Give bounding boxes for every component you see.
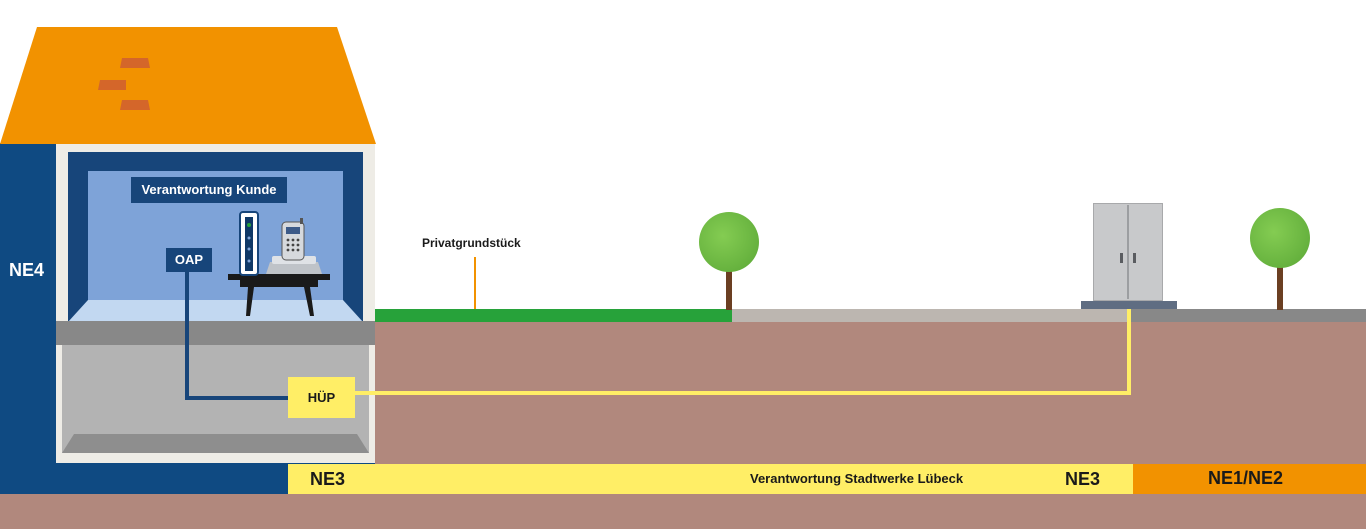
ne3-band — [288, 464, 1133, 494]
indoor-fiber-cable — [185, 265, 290, 400]
oap-box: OAP — [166, 248, 212, 272]
side-table-icon — [228, 274, 330, 316]
floor-slab — [56, 321, 375, 345]
tree-icon — [699, 212, 761, 310]
telephone-icon — [266, 218, 322, 274]
roof — [0, 27, 376, 144]
huep-box: HÜP — [288, 377, 355, 418]
customer-responsibility-label: Verantwortung Kunde — [131, 177, 287, 203]
property-boundary-post-icon — [474, 257, 476, 309]
huep-label: HÜP — [307, 390, 336, 405]
roof-tiles-icon — [98, 58, 150, 110]
ne3-right-label: NE3 — [1065, 469, 1101, 489]
sidewalk-strip — [732, 309, 1130, 322]
street-cabinet-icon — [1081, 203, 1177, 309]
ne1-ne2-label: NE1/NE2 — [1208, 468, 1284, 488]
room-floor — [68, 300, 363, 322]
fiber-modem-icon — [239, 211, 259, 276]
ne4-label: NE4 — [9, 260, 45, 280]
private-property-label: Privatgrundstück — [422, 236, 521, 250]
outdoor-fiber-cable — [350, 305, 1131, 395]
street-strip — [1130, 309, 1366, 322]
tree-icon — [1250, 208, 1312, 310]
grass-strip — [375, 309, 732, 322]
ne3-left-label: NE3 — [310, 469, 346, 489]
basement-floor — [62, 434, 369, 453]
utility-responsibility-label: Verantwortung Stadtwerke Lübeck — [750, 471, 964, 486]
ne1-ne2-band — [1133, 464, 1366, 494]
